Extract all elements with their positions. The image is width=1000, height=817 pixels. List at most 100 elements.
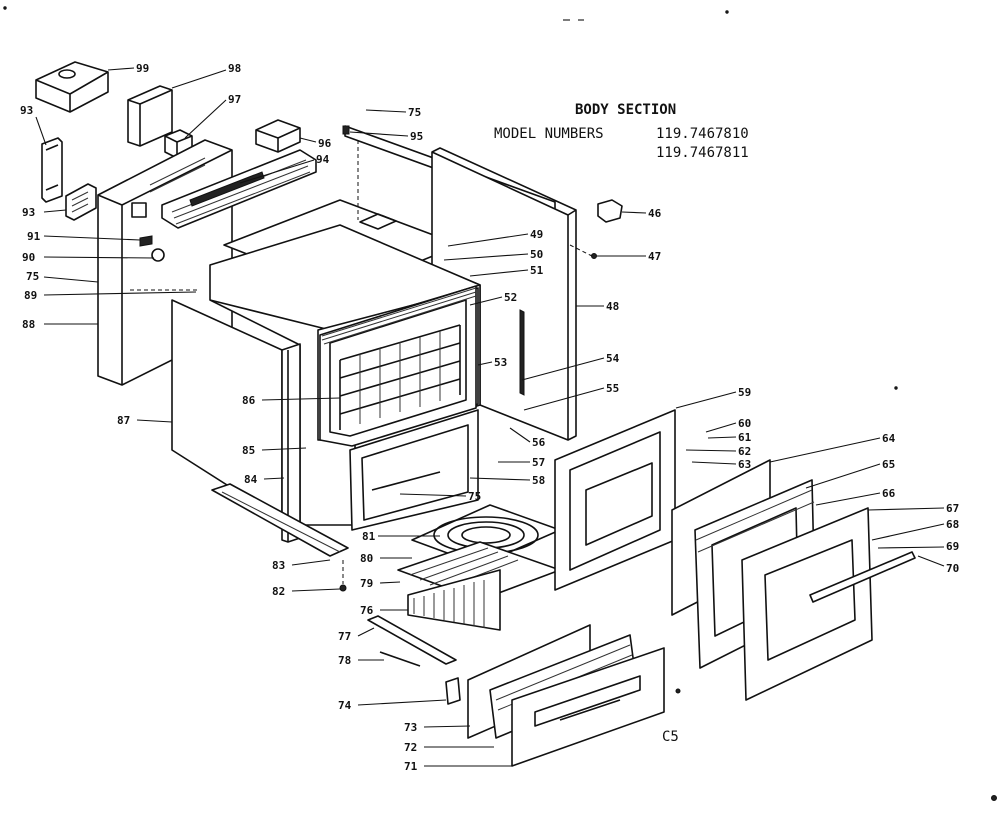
svg-text:67: 67	[946, 502, 959, 515]
callout-87: 87	[117, 414, 173, 427]
svg-text:93: 93	[22, 206, 35, 219]
svg-text:57: 57	[532, 456, 545, 469]
callout-67: 67	[867, 502, 959, 515]
callout-75-top: 75	[365, 106, 421, 119]
callout-51: 51	[469, 264, 544, 277]
svg-text:88: 88	[22, 318, 35, 331]
svg-text:73: 73	[404, 721, 417, 734]
svg-text:65: 65	[882, 458, 895, 471]
svg-text:90: 90	[22, 251, 35, 264]
svg-text:64: 64	[882, 432, 896, 445]
callout-75-broiler: 75	[399, 490, 481, 503]
part-78-rod	[379, 651, 421, 667]
callout-49: 49	[447, 228, 543, 247]
callout-79: 79	[360, 577, 401, 590]
callout-72: 72	[404, 741, 494, 754]
callout-47: 47	[591, 250, 661, 263]
callout-96-top: 96	[299, 137, 332, 150]
svg-text:63: 63	[738, 458, 751, 471]
callout-94: 94	[239, 153, 330, 184]
model-numbers-label: MODEL NUMBERS	[494, 126, 604, 142]
callout-82: 82	[272, 585, 341, 598]
part-76-grate	[407, 569, 501, 631]
callout-98: 98	[171, 62, 241, 89]
callout-64-right: 64	[769, 432, 896, 463]
callout-65: 65	[805, 458, 895, 489]
part-98-bracket	[127, 85, 173, 147]
svg-text:75: 75	[26, 270, 39, 283]
model-number-2: 119.7467811	[656, 145, 749, 161]
callout-62: 62	[685, 445, 751, 458]
svg-text:80: 80	[360, 552, 373, 565]
callout-85: 85	[242, 444, 307, 457]
svg-text:71: 71	[404, 760, 418, 773]
callout-53: 53	[477, 356, 507, 369]
callout-57: 57	[498, 456, 545, 469]
callout-84-left: 84	[244, 473, 285, 486]
svg-text:46: 46	[648, 207, 662, 220]
callout-73: 73	[404, 721, 471, 734]
svg-text:77: 77	[338, 630, 351, 643]
part-83-bottom-rail	[211, 483, 349, 592]
part-93-bracket-lower	[65, 183, 97, 221]
svg-text:85: 85	[242, 444, 255, 457]
part-86-oven-racks	[339, 324, 461, 430]
callout-81: 81	[362, 530, 440, 543]
svg-text:62: 62	[738, 445, 751, 458]
svg-text:94: 94	[316, 153, 330, 166]
svg-text:98: 98	[228, 62, 241, 75]
callout-55: 55	[523, 382, 619, 411]
svg-text:76: 76	[360, 604, 374, 617]
callout-56: 56	[509, 427, 546, 449]
callout-99: 99	[107, 62, 149, 75]
svg-text:87: 87	[117, 414, 130, 427]
svg-text:86: 86	[242, 394, 256, 407]
callout-69: 69	[877, 540, 959, 553]
callout-77: 77	[338, 627, 375, 643]
svg-text:68: 68	[946, 518, 959, 531]
callout-75-left: 75	[26, 270, 99, 283]
svg-text:54: 54	[606, 352, 620, 365]
part-93-bracket-upper	[41, 137, 63, 203]
part-85-front-stile	[281, 343, 301, 543]
callout-66: 66	[815, 487, 896, 506]
part-67-door-outer	[741, 507, 873, 701]
svg-text:99: 99	[136, 62, 149, 75]
svg-text:56: 56	[532, 436, 546, 449]
svg-text:50: 50	[530, 248, 543, 261]
svg-text:82: 82	[272, 585, 285, 598]
callout-50: 50	[443, 248, 543, 261]
callout-93-lower: 93	[22, 206, 67, 219]
part-99-trim-cap	[35, 61, 109, 113]
part-96-box	[255, 119, 301, 153]
svg-text:60: 60	[738, 417, 751, 430]
svg-text:96: 96	[318, 137, 332, 150]
svg-text:81: 81	[362, 530, 376, 543]
svg-text:79: 79	[360, 577, 373, 590]
callout-83: 83	[272, 559, 331, 572]
callout-48: 48	[576, 300, 619, 313]
svg-text:84: 84	[244, 473, 258, 486]
callout-90: 90	[22, 251, 155, 264]
part-74-bracket	[445, 677, 461, 705]
part-94-control-strip	[161, 149, 317, 229]
callout-71: 71	[404, 760, 512, 773]
callout-93-upper: 93	[20, 104, 47, 146]
svg-text:93: 93	[20, 104, 33, 117]
stray-marks	[3, 6, 997, 801]
svg-text:89: 89	[24, 289, 37, 302]
svg-text:66: 66	[882, 487, 896, 500]
callout-91: 91	[27, 230, 141, 243]
callout-59: 59	[675, 386, 751, 409]
callout-70: 70	[917, 555, 959, 575]
svg-text:48: 48	[606, 300, 619, 313]
svg-text:70: 70	[946, 562, 959, 575]
diagram-title: BODY SECTION	[575, 102, 676, 118]
callout-80: 80	[360, 552, 412, 565]
callout-89: 89	[24, 289, 197, 302]
callout-78: 78	[338, 654, 384, 667]
callout-52: 52	[469, 291, 517, 306]
assembly-guides	[130, 140, 593, 584]
svg-text:97: 97	[228, 93, 241, 106]
